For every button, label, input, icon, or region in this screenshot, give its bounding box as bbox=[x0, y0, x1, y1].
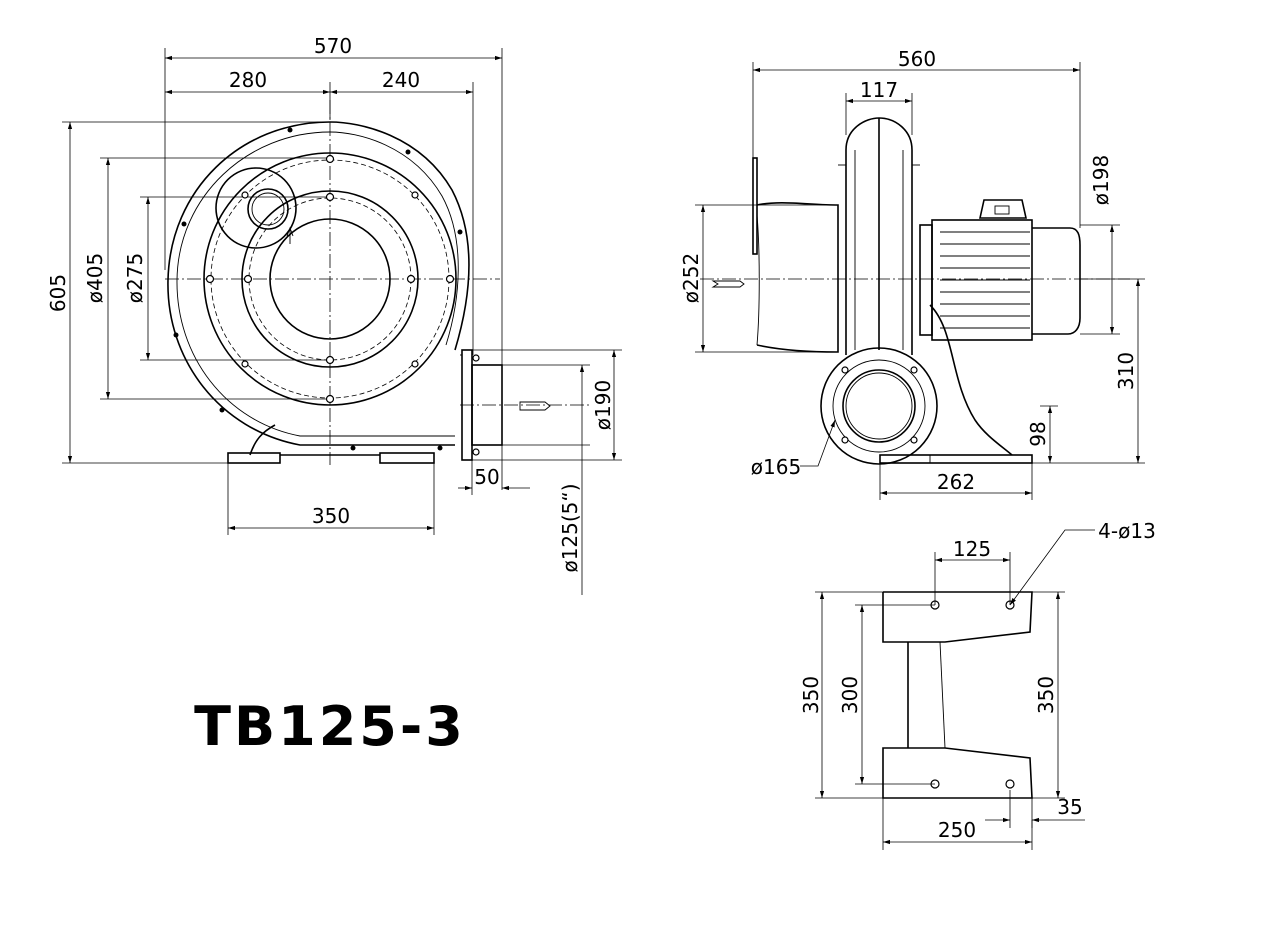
flange-bolts bbox=[173, 127, 463, 451]
dim-280: 280 bbox=[229, 68, 267, 92]
dim-base-350-right: 350 bbox=[1034, 676, 1058, 714]
dim-250: 250 bbox=[938, 818, 976, 842]
dim-dia-405: ø405 bbox=[83, 253, 107, 303]
dim-570: 570 bbox=[314, 34, 352, 58]
dim-dia-198: ø198 bbox=[1089, 155, 1113, 205]
dim-base-350: 350 bbox=[312, 504, 350, 528]
dim-50: 50 bbox=[474, 465, 499, 489]
side-view: 560 117 bbox=[679, 47, 1145, 500]
mounting-holes bbox=[930, 600, 1015, 789]
dim-dia-252: ø252 bbox=[679, 253, 703, 303]
dim-base-350-left: 350 bbox=[799, 676, 823, 714]
dim-98: 98 bbox=[1026, 421, 1050, 446]
dim-dia-125: ø125(5“) bbox=[558, 483, 582, 572]
dim-dia-275: ø275 bbox=[123, 253, 147, 303]
dim-300: 300 bbox=[838, 676, 862, 714]
dim-605: 605 bbox=[46, 274, 70, 312]
volute-housing bbox=[167, 121, 470, 446]
dim-35: 35 bbox=[1057, 795, 1082, 819]
dim-310: 310 bbox=[1114, 352, 1138, 390]
base-view: 125 4-ø13 350 300 350 35 250 bbox=[799, 519, 1156, 850]
dim-125: 125 bbox=[953, 537, 991, 561]
model-title: TB125-3 bbox=[194, 695, 466, 758]
base-plate-outline bbox=[882, 591, 1033, 799]
dim-262: 262 bbox=[937, 470, 975, 494]
holes-label: 4-ø13 bbox=[1098, 519, 1156, 543]
dim-240: 240 bbox=[382, 68, 420, 92]
dim-117: 117 bbox=[860, 78, 898, 102]
dim-dia-165: ø165 bbox=[751, 455, 801, 479]
dim-560: 560 bbox=[898, 47, 936, 71]
dim-dia-190: ø190 bbox=[591, 380, 615, 430]
motor-fins bbox=[940, 231, 1030, 329]
front-view: 570 280 240 605 ø405 ø275 bbox=[46, 34, 622, 595]
